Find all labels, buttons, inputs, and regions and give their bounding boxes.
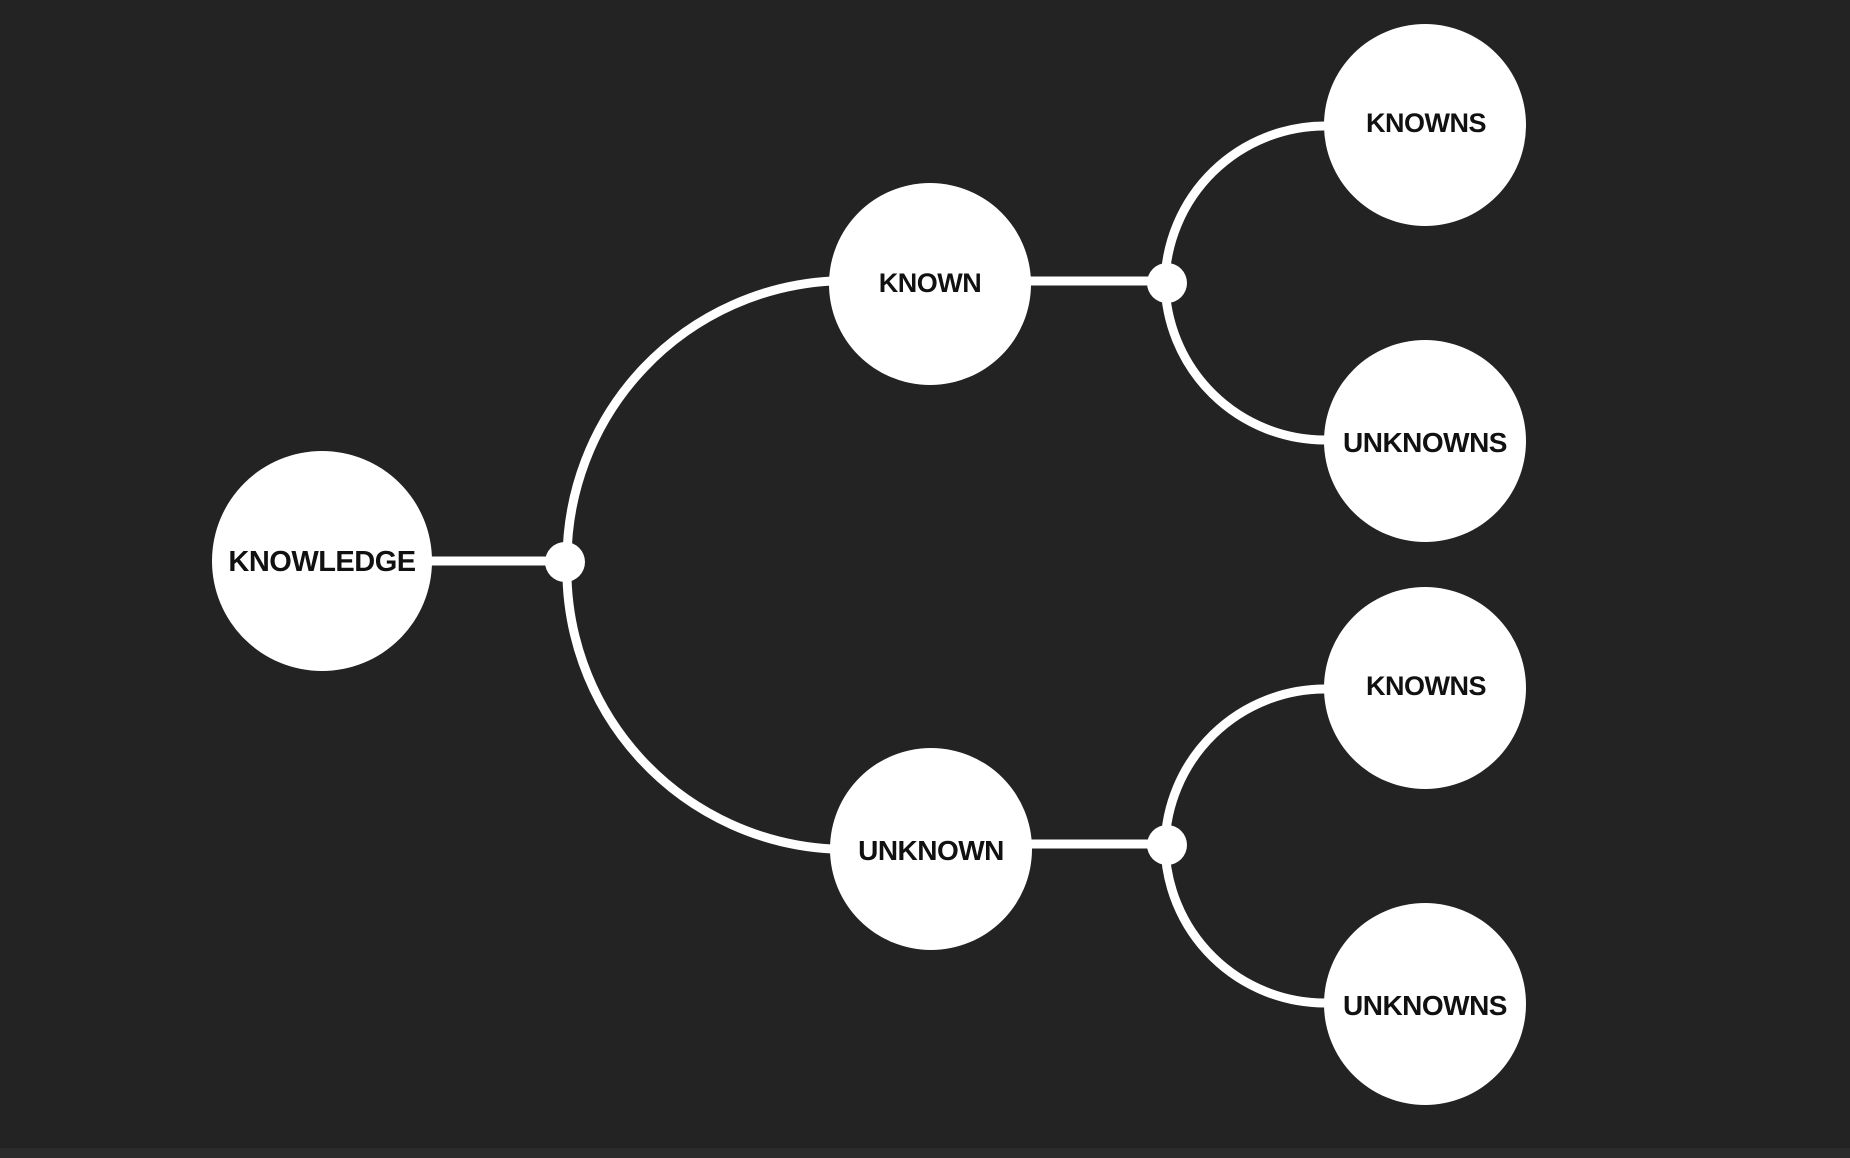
node-root: KNOWLEDGE (212, 451, 432, 671)
node-label: UNKNOWNS (1343, 427, 1507, 458)
node-unknown-knowns: KNOWNS (1324, 587, 1526, 789)
junction-known (1147, 263, 1187, 303)
junction-unknown (1147, 825, 1187, 865)
connector-arc-unknown-children (1160, 684, 1326, 1008)
node-known: KNOWN (829, 183, 1031, 385)
connector-arc-root-branches (562, 276, 833, 854)
node-circle (212, 451, 432, 671)
node-label: KNOWNS (1366, 108, 1486, 138)
node-label: KNOWLEDGE (228, 546, 415, 578)
node-circle (1324, 24, 1526, 226)
node-known-knowns: KNOWNS (1324, 24, 1526, 226)
node-label: KNOWNS (1366, 671, 1486, 701)
node-circle (1324, 587, 1526, 789)
node-unknown-unknowns: UNKNOWNS (1324, 903, 1526, 1105)
node-label: KNOWN (879, 268, 981, 298)
node-circle (1324, 340, 1526, 542)
node-label: UNKNOWN (858, 835, 1004, 866)
node-circle (829, 183, 1031, 385)
node-known-unknowns: UNKNOWNS (1324, 340, 1526, 542)
junction-root (545, 542, 585, 582)
junctions (545, 263, 1187, 865)
node-circle (830, 748, 1032, 950)
node-label: UNKNOWNS (1343, 990, 1507, 1021)
node-unknown: UNKNOWN (830, 748, 1032, 950)
connector-arc-known-children (1160, 121, 1326, 445)
node-circle (1324, 903, 1526, 1105)
bottom-edge-strip (0, 1148, 1850, 1158)
